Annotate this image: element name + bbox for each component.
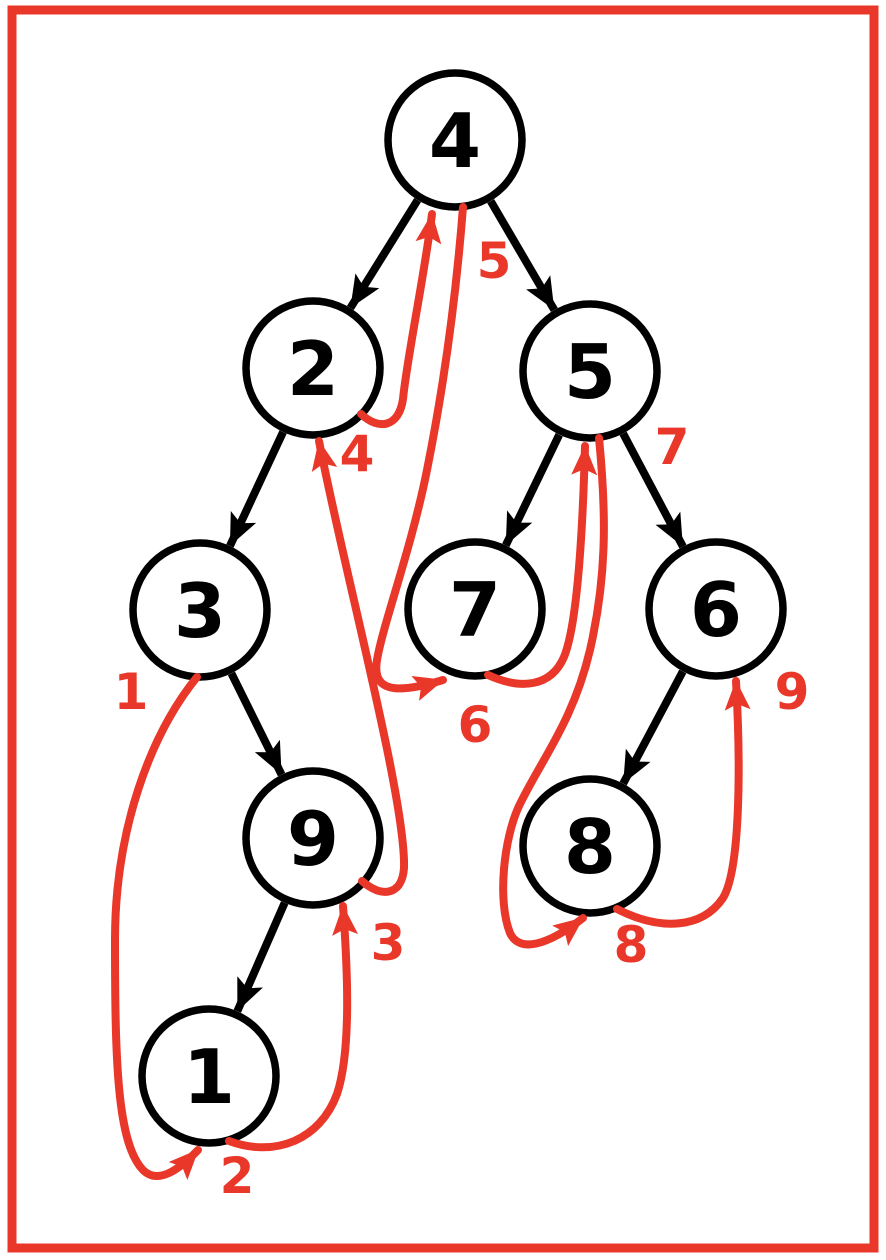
tree-node-2: 2 [242, 297, 384, 439]
tree-node-3-label: 3 [174, 567, 226, 655]
traversal-arrow-4-to-7 [372, 203, 467, 701]
traversal-arrow-3-to-1 [110, 673, 202, 1180]
tree-edge-5-7 [502, 432, 563, 548]
tree-node-3: 3 [129, 539, 271, 681]
tree-edge-9-1 [233, 901, 289, 1013]
tree-node-1-circle [138, 1005, 280, 1147]
tree-edge-5-6 [619, 431, 687, 549]
tree-node-1: 1 [138, 1005, 280, 1147]
tree-node-8-label: 8 [564, 803, 616, 891]
visit-order-label-6: 6 [458, 696, 493, 754]
tree-edge-4-5 [487, 199, 558, 312]
traversal-arrow-1-to-9 [225, 902, 359, 1152]
tree-node-9-label: 9 [287, 795, 339, 883]
tree-node-7-circle [404, 538, 546, 680]
tree-node-2-circle [242, 297, 384, 439]
tree-node-5: 5 [519, 300, 661, 442]
tree-node-4-label: 4 [429, 97, 481, 185]
figure-border [7, 5, 879, 1253]
visit-order-label-2: 2 [220, 1147, 255, 1205]
tree-edge-3-9 [227, 671, 286, 777]
tree-node-1-label: 1 [183, 1033, 235, 1121]
traversal-arrow-9-to-2 [311, 437, 409, 896]
visit-order-label-4: 4 [340, 425, 375, 483]
visit-order-label-1: 1 [114, 663, 149, 721]
tree-node-5-label: 5 [564, 328, 616, 416]
tree-node-9-circle [242, 767, 384, 909]
tree-node-7: 7 [404, 538, 546, 680]
tree-node-4: 4 [384, 69, 526, 211]
tree-node-9: 9 [242, 767, 384, 909]
visit-order-label-3: 3 [371, 914, 406, 972]
traversal-arrows [110, 203, 751, 1180]
tree-node-8: 8 [519, 775, 661, 917]
tree-edge-4-2 [347, 197, 421, 311]
tree-edge-2-3 [226, 430, 287, 548]
visit-order-label-7: 7 [655, 418, 690, 476]
tree-node-6: 6 [645, 538, 787, 680]
tree-node-8-circle [519, 775, 661, 917]
tree-node-6-circle [645, 538, 787, 680]
visit-order-labels: 1 2 3 4 5 6 7 8 9 [114, 232, 810, 1205]
traversal-arrow-8-to-6 [613, 677, 751, 928]
tree-node-7-label: 7 [449, 566, 501, 654]
traversal-arrow-2-to-4 [357, 210, 442, 428]
tree-node-2-label: 2 [287, 325, 339, 413]
traversal-arrow-7-to-5 [484, 442, 598, 688]
tree-node-4-circle [384, 69, 526, 211]
visit-order-label-5: 5 [477, 232, 512, 290]
tree-node-5-circle [519, 300, 661, 442]
tree-node-6-label: 6 [690, 566, 742, 654]
visit-order-label-8: 8 [614, 916, 649, 974]
tree-edge-6-8 [619, 669, 687, 786]
visit-order-label-9: 9 [775, 663, 810, 721]
tree-edges [226, 197, 687, 1013]
traversal-arrow-5-to-8 [499, 434, 608, 949]
